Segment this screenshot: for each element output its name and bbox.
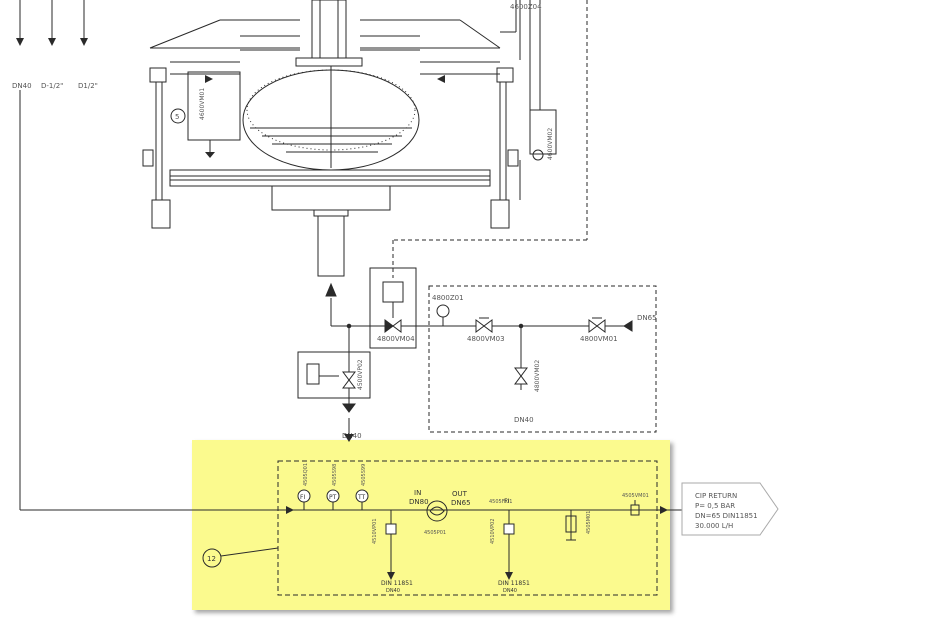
instrument-tt-tag: 4505S99 xyxy=(361,464,367,486)
valve-main-tag: 4800VM04 xyxy=(377,335,415,343)
drain-right-standard: DIN 11851 xyxy=(498,580,530,587)
cip-return-callout xyxy=(681,482,779,536)
skid-instruments xyxy=(297,489,515,535)
vessel-fill xyxy=(205,75,445,158)
vessel-bubble-number: 5 xyxy=(175,113,179,121)
size-label-3: D1/2" xyxy=(78,82,98,90)
size-label-1: DN40 xyxy=(12,82,32,90)
pump-symbol xyxy=(429,506,445,516)
separator-vessel xyxy=(142,0,557,277)
valve-left-tag: 4510VP01 xyxy=(372,518,378,544)
pump-in-dn: DN80 xyxy=(409,498,429,506)
outlet-valve-tag: 4505VM01 xyxy=(622,493,649,499)
fi2-tag: 4505FI01 xyxy=(489,499,512,505)
valve-pv-tag: 4500VP02 xyxy=(357,359,364,390)
instrument-fi: FI xyxy=(300,494,305,501)
middle-valves xyxy=(325,282,633,413)
pump-tag: 4505P01 xyxy=(424,530,446,536)
instrument-fi-tag: 4505Q01 xyxy=(303,463,309,486)
vessel-valve-right-tag: 4600VM02 xyxy=(547,128,554,160)
callout-line-2: P= 0,5 BAR xyxy=(695,502,735,510)
skid-arrows xyxy=(286,434,668,580)
valve-01-tag: 4800VM01 xyxy=(580,335,618,343)
skid-bubble-number: 12 xyxy=(207,555,216,563)
inlet-dashed-box xyxy=(428,285,657,433)
callout-line-3: DN=65 DIN11851 xyxy=(695,512,758,520)
signal-line xyxy=(392,0,588,278)
instrument-pt-tag: 4505S98 xyxy=(332,464,338,486)
gauge-tag: 4800Z01 xyxy=(432,294,464,302)
size-label-2: D-1/2" xyxy=(41,82,63,90)
drain-dn: DN40 xyxy=(514,416,534,424)
callout-line-1: CIP RETURN xyxy=(695,492,737,500)
valve-02-tag: 4800VM02 xyxy=(534,360,541,392)
valve-right-tag: 4510VP02 xyxy=(490,518,496,544)
drain-left-dn: DN40 xyxy=(386,588,400,594)
pump-out-dn: DN65 xyxy=(451,499,471,507)
inlet-dn: DN65 xyxy=(637,314,657,322)
fi2-label: FI xyxy=(504,498,509,505)
callout-line-4: 30.000 L/H xyxy=(695,522,733,530)
top-left-lines xyxy=(19,0,300,511)
pressure-tag: 4505M01 xyxy=(586,511,592,534)
drain-right-dn: DN40 xyxy=(503,588,517,594)
valve-03-tag: 4800VM03 xyxy=(467,335,505,343)
instrument-tt: TT xyxy=(357,494,366,501)
vessel-valve-left-tag: 4600VM01 xyxy=(199,88,206,120)
pump-in-label: IN xyxy=(414,489,421,497)
cip-skid-highlight xyxy=(192,440,670,610)
pump-out-label: OUT xyxy=(452,490,468,498)
vessel-tag-top-right: 4600Z04 xyxy=(510,3,542,11)
top-left-arrows xyxy=(16,38,88,46)
drain-left-standard: DIN 11851 xyxy=(381,580,413,587)
instrument-pt: PT xyxy=(329,494,337,501)
